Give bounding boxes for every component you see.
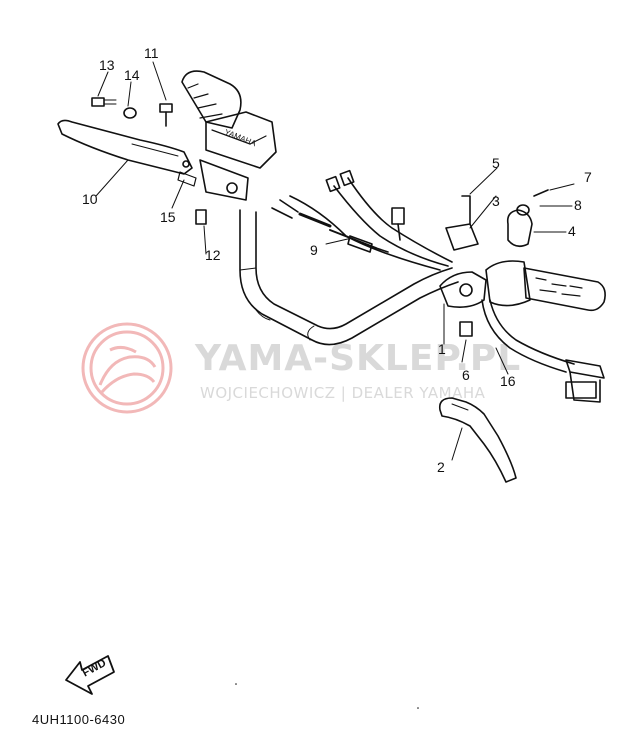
watermark-subtitle: WOJCIECHOWICZ | DEALER YAMAHA: [200, 384, 486, 402]
callout-6: 6: [462, 367, 470, 383]
left-hardware: [91, 97, 207, 225]
callout-16: 16: [500, 373, 516, 389]
callout-15: 15: [160, 209, 176, 225]
callout-4: 4: [568, 223, 576, 239]
left-grip: YAMAHA: [181, 70, 277, 201]
svg-text:YAMAHA: YAMAHA: [223, 128, 258, 149]
clutch-switch: [329, 229, 389, 253]
handlebar-tube: [239, 209, 459, 346]
right-wiring: [481, 299, 605, 403]
diagram-code: 4UH1100-6430: [32, 712, 126, 727]
right-holder: [439, 189, 549, 337]
callout-12: 12: [205, 247, 221, 263]
fwd-label: FWD: [80, 657, 108, 679]
leader-lines: [95, 61, 575, 461]
callout-5: 5: [492, 155, 500, 171]
callout-8: 8: [574, 197, 582, 213]
fwd-arrow-icon: FWD: [65, 655, 115, 695]
wire-harness: [271, 169, 453, 271]
watermark-title: YAMA-SKLEP.PL: [195, 338, 522, 379]
right-lever: [438, 397, 517, 483]
callout-1: 1: [438, 341, 446, 357]
callout-2: 2: [437, 459, 445, 475]
watermark-logo: [81, 322, 173, 414]
callout-10: 10: [82, 191, 98, 207]
right-grip: [485, 260, 606, 312]
callout-7: 7: [584, 169, 592, 185]
callout-14: 14: [124, 67, 140, 83]
callout-9: 9: [310, 242, 318, 258]
callout-11: 11: [144, 45, 159, 61]
callout-13: 13: [99, 57, 115, 73]
scan-specks: [235, 683, 419, 709]
callout-3: 3: [492, 193, 500, 209]
left-lever: [57, 119, 193, 175]
